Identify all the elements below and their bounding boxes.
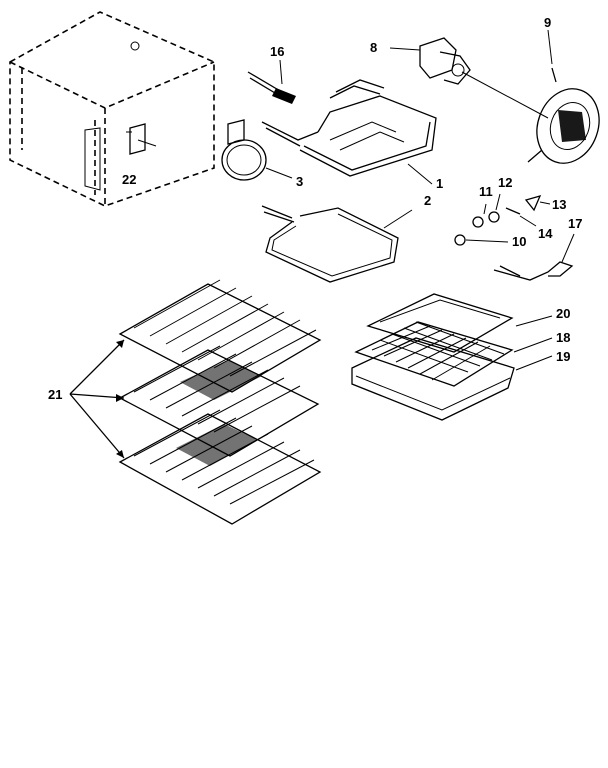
callout-12: 12 — [498, 175, 512, 190]
part-10 — [454, 234, 466, 246]
oven-cavity — [9, 11, 215, 207]
callout-18: 18 — [556, 330, 570, 345]
callout-3: 3 — [296, 174, 303, 189]
part-11 — [472, 216, 484, 228]
callout-11: 11 — [479, 184, 493, 199]
part-9-fan-cover — [527, 29, 600, 164]
callout-2: 2 — [424, 193, 431, 208]
part-2-broil-element — [261, 205, 413, 283]
part-1-bake-element — [261, 79, 437, 185]
callout-10: 10 — [512, 234, 526, 249]
broiler-pan-set — [351, 293, 553, 421]
callout-8: 8 — [370, 40, 377, 55]
callout-14: 14 — [538, 226, 553, 241]
part-3-ring — [221, 119, 293, 181]
callout-9: 9 — [544, 15, 551, 30]
callout-19: 19 — [556, 349, 570, 364]
callout-21-arrows — [69, 339, 125, 459]
part-22-bracket — [126, 123, 157, 155]
callout-13: 13 — [552, 197, 566, 212]
part-13 — [524, 194, 542, 212]
part-14 — [505, 207, 521, 215]
part-17-probe — [493, 233, 575, 281]
callout-1: 1 — [436, 176, 443, 191]
callout-20: 20 — [556, 306, 570, 321]
part-12 — [488, 211, 500, 223]
small-parts-group — [454, 193, 551, 246]
part-20-insert — [366, 293, 514, 353]
part-21-rack-top — [118, 279, 322, 393]
callout-16: 16 — [270, 44, 284, 59]
callout-17: 17 — [568, 216, 582, 231]
part-8-convection-motor — [389, 37, 549, 119]
part-18-grid — [354, 321, 514, 387]
part-19-pan — [351, 337, 515, 421]
part-21-rack-middle — [118, 345, 320, 457]
part-16-sensor — [247, 59, 296, 104]
callout-21: 21 — [48, 387, 62, 402]
part-21-rack-bottom — [118, 409, 322, 525]
callout-22: 22 — [122, 172, 136, 187]
